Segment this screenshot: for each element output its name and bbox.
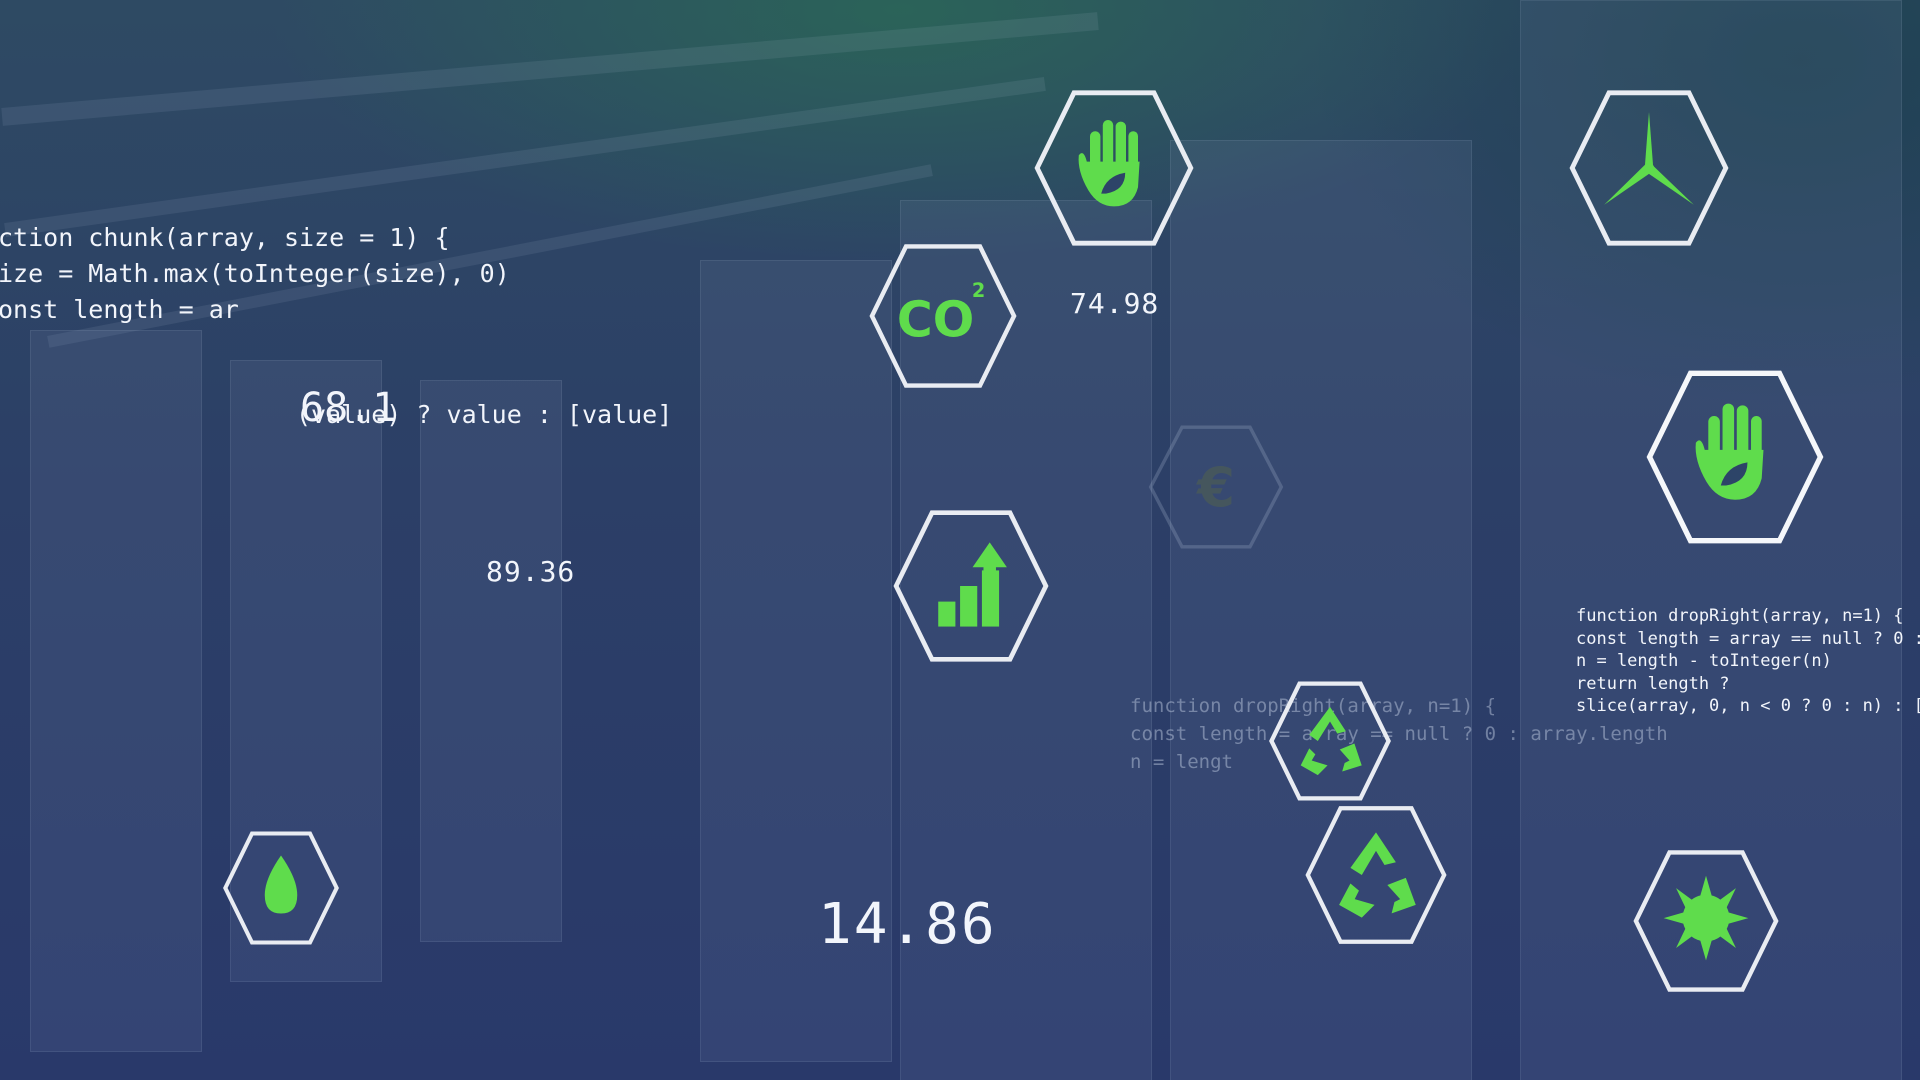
euro-icon: € — [1148, 412, 1284, 562]
readout-14-86: 14.86 — [818, 892, 997, 957]
co2-icon: CO 2 — [856, 242, 1030, 390]
readout-74-98: 74.98 — [1070, 287, 1160, 320]
code-dropright-line-5: slice(array, 0, n < 0 ? 0 : n) : [ — [1576, 696, 1920, 716]
server-rack — [700, 260, 892, 1062]
code-faint-line-2: const length = array == null ? 0 : array… — [1130, 723, 1668, 745]
server-rack — [900, 200, 1152, 1080]
code-dropright-line-4: return length ? — [1576, 674, 1730, 694]
code-dropright-line-3: n = length - toInteger(n) — [1576, 651, 1832, 671]
server-rack — [230, 360, 382, 982]
water-drop-icon — [214, 830, 348, 946]
hand-leaf-icon — [1022, 88, 1206, 248]
sun-icon — [1622, 848, 1790, 994]
server-rack — [420, 380, 562, 942]
hand-leaf-icon — [1632, 368, 1838, 546]
code-faint-line-3: n = lengt — [1130, 751, 1233, 773]
recycle-icon — [1294, 804, 1458, 946]
svg-text:2: 2 — [972, 279, 985, 302]
svg-text:CO: CO — [897, 292, 974, 349]
code-dropright-line-2: const length = array == null ? 0 : — [1576, 629, 1920, 649]
code-chunk-line-1: ction chunk(array, size = 1) { — [0, 223, 450, 252]
code-chunk-line-2: ize = Math.max(toInteger(size), 0) — [0, 259, 510, 288]
growth-chart-icon — [880, 508, 1062, 664]
code-dropright-line-1: function dropRight(array, n=1) { — [1576, 606, 1904, 626]
code-chunk-line-3: onst length = ar — [0, 295, 239, 324]
server-rack — [30, 330, 202, 1052]
readout-89-36: 89.36 — [486, 555, 576, 588]
readout-68-1: 68.1 — [300, 385, 397, 431]
wind-turbine-icon — [1556, 88, 1742, 248]
svg-text:€: € — [1195, 456, 1235, 519]
code-value-line: (value) ? value : [value] — [296, 400, 673, 429]
recycle-icon — [1260, 680, 1400, 802]
